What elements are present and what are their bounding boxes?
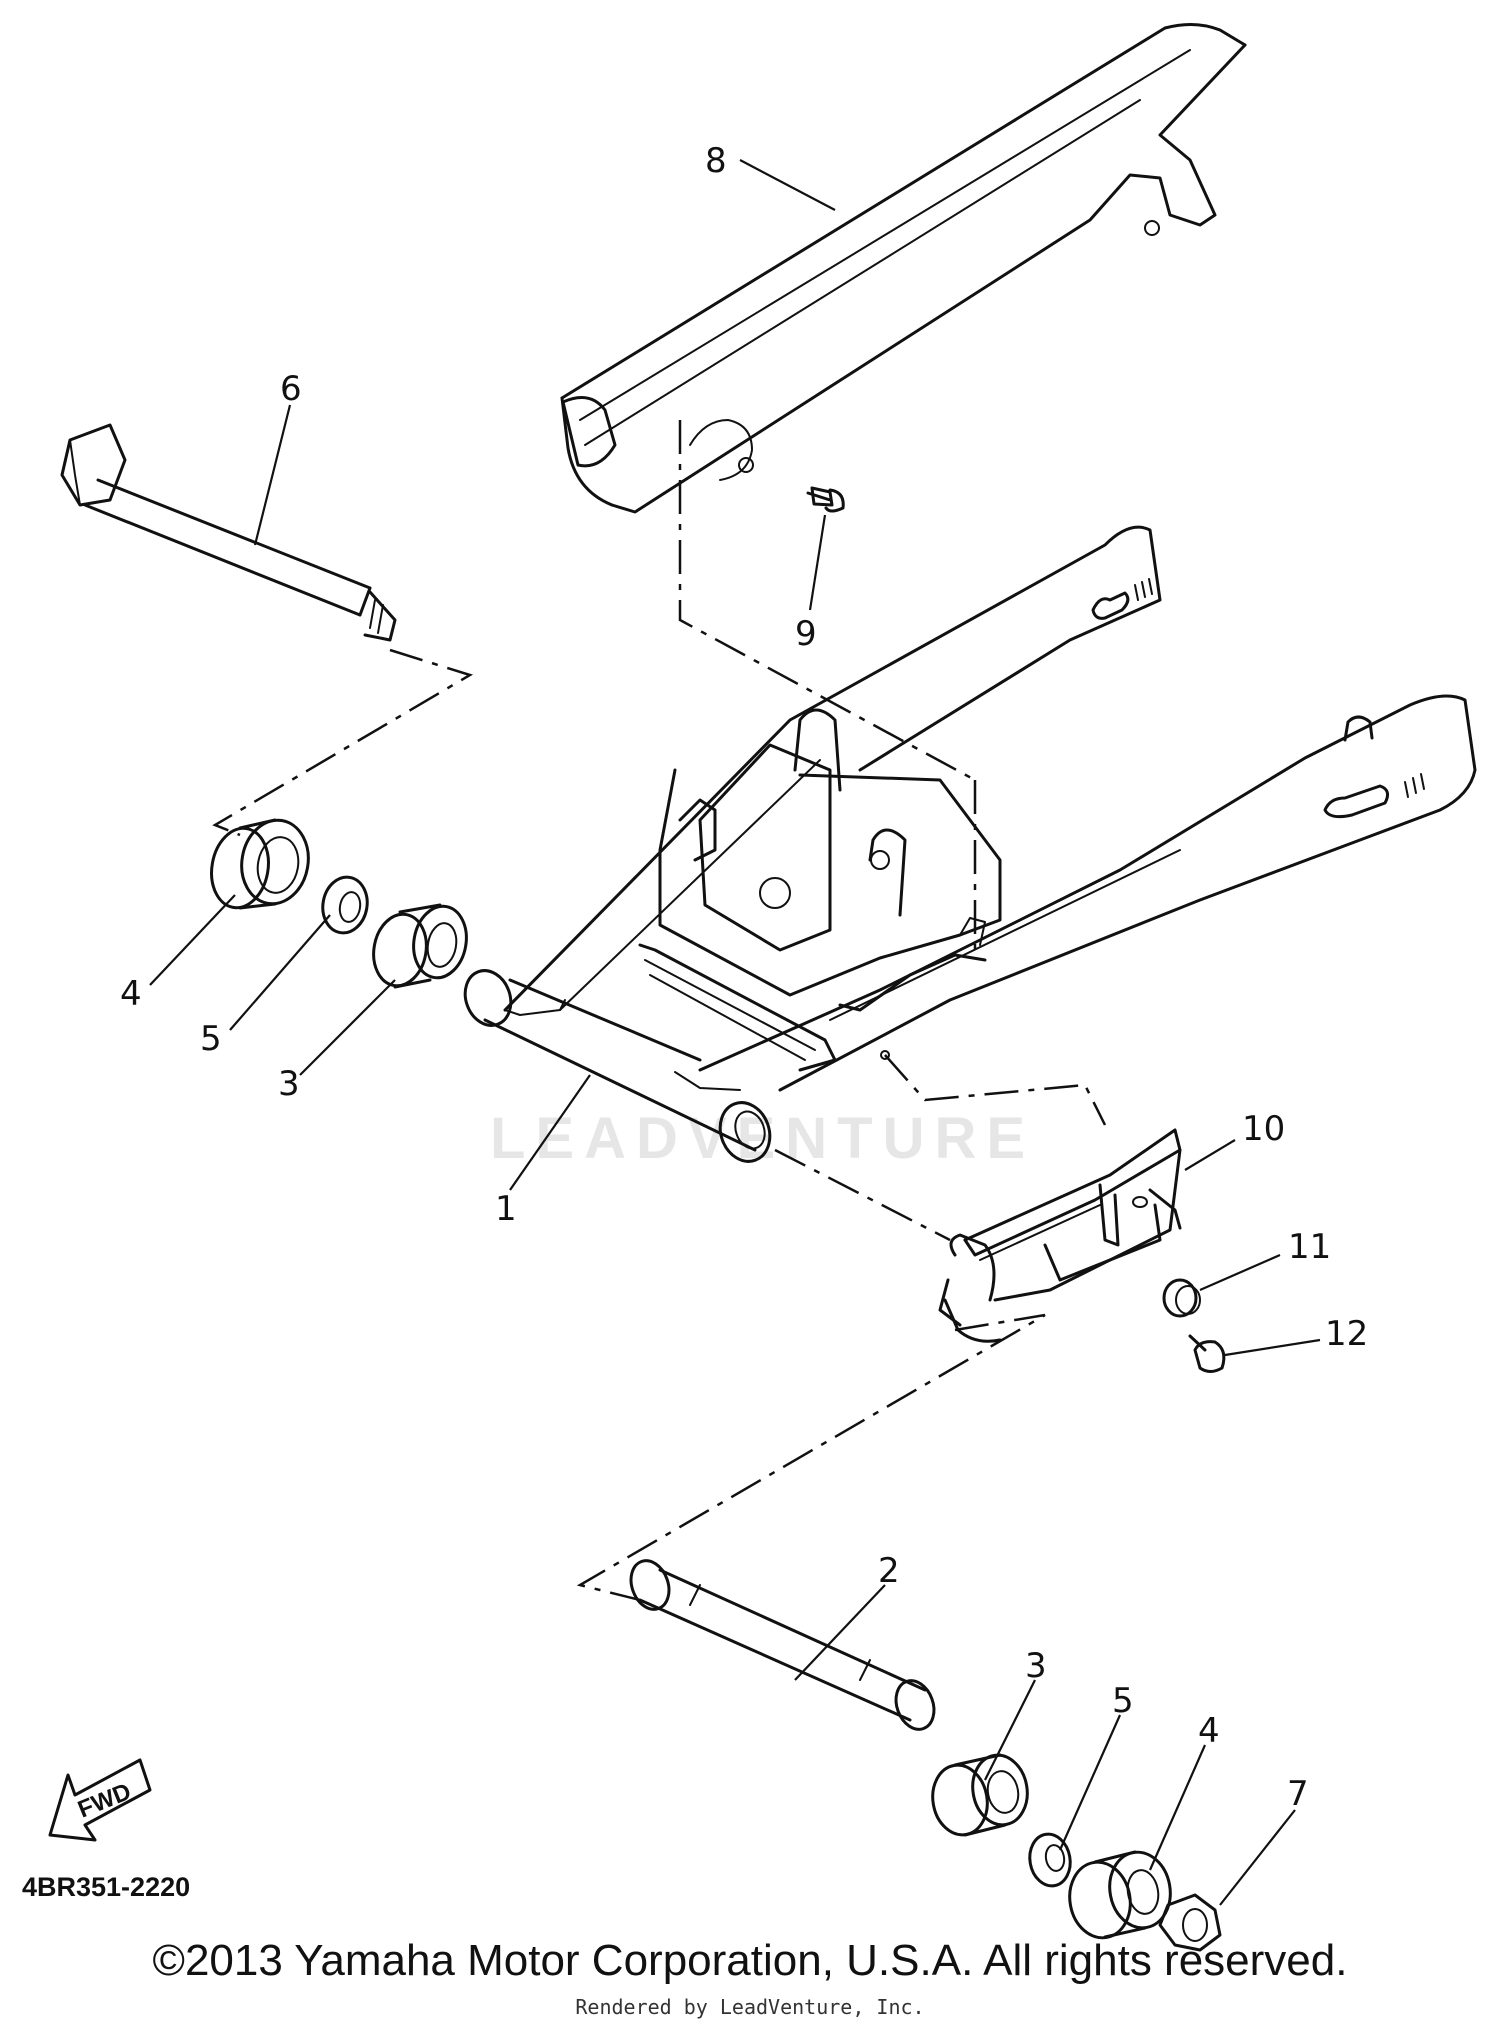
- chain-case: [560, 23, 1247, 514]
- fwd-arrow-icon: FWD: [48, 1758, 152, 1842]
- bolt-12: [1188, 1334, 1226, 1373]
- copyright-notice: ©2013 Yamaha Motor Corporation, U.S.A. A…: [152, 1936, 1348, 1985]
- pivot-shaft: [60, 423, 397, 642]
- leader-lines: [149, 159, 1321, 1906]
- callout-6: 6: [280, 369, 302, 409]
- chain-slider: [938, 1128, 1182, 1343]
- collar-11: [1162, 1278, 1201, 1318]
- callout-11: 11: [1288, 1227, 1331, 1267]
- callout-3-upper: 3: [278, 1064, 300, 1104]
- callout-7: 7: [1287, 1774, 1309, 1814]
- swingarm: [463, 525, 1477, 1163]
- callout-12: 12: [1325, 1314, 1368, 1354]
- rendered-by-notice: Rendered by LeadVenture, Inc.: [575, 1995, 925, 2019]
- washer-lower: [1028, 1832, 1072, 1888]
- part-code: 4BR351-2220: [22, 1872, 191, 1902]
- callout-4-lower: 4: [1198, 1711, 1220, 1751]
- bearing-upper: [372, 903, 468, 989]
- oil-seal-lower: [1068, 1850, 1172, 1940]
- callout-4-upper: 4: [120, 974, 142, 1014]
- assembly-lines: [212, 420, 1107, 1602]
- callout-1: 1: [495, 1189, 517, 1229]
- bolt-9: [806, 486, 845, 513]
- callout-10: 10: [1242, 1109, 1285, 1149]
- oil-seal-upper: [210, 818, 310, 910]
- bearing-lower: [931, 1753, 1029, 1837]
- callout-numbers: 8 6 9 4 5 3 1 10 11 12 2 3 5 4 7: [120, 141, 1368, 1814]
- collar-2: [629, 1559, 936, 1731]
- callout-3-lower: 3: [1025, 1646, 1047, 1686]
- nut-7: [1158, 1893, 1222, 1952]
- callout-5-upper: 5: [200, 1019, 222, 1059]
- callout-9: 9: [795, 614, 817, 654]
- callout-5-lower: 5: [1112, 1681, 1134, 1721]
- callout-8: 8: [705, 141, 727, 181]
- callout-2: 2: [878, 1551, 900, 1591]
- fwd-label: FWD: [74, 1778, 135, 1824]
- washer-upper: [321, 875, 369, 935]
